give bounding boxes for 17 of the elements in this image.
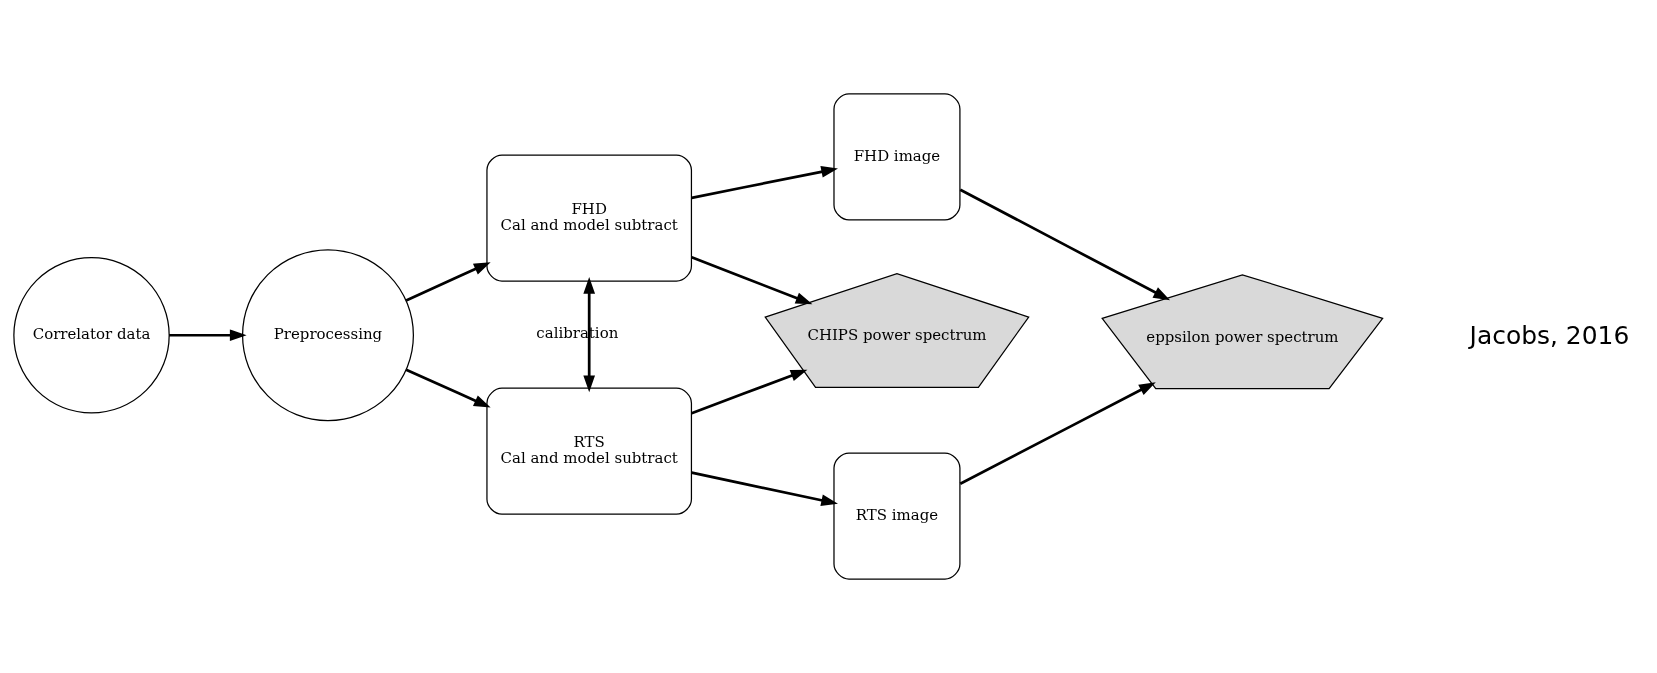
arrow — [959, 188, 1171, 301]
node-box: FHD Cal and model subtract — [486, 154, 693, 282]
arrow — [691, 369, 808, 415]
arrow — [405, 262, 491, 302]
node-circle: Preprocessing — [241, 249, 414, 422]
node-box: RTS Cal and model subtract — [486, 387, 693, 515]
arrow — [169, 329, 247, 342]
node-box: RTS image — [833, 452, 961, 580]
arrow — [959, 382, 1156, 485]
node-box: FHD image — [833, 93, 961, 221]
arrow — [691, 471, 838, 507]
arrow — [405, 368, 491, 408]
label: Jacobs, 2016 — [1469, 320, 1630, 350]
arrow — [691, 256, 813, 305]
node-circle: Correlator data — [13, 256, 170, 414]
arrow — [583, 277, 596, 393]
arrow — [691, 166, 838, 200]
